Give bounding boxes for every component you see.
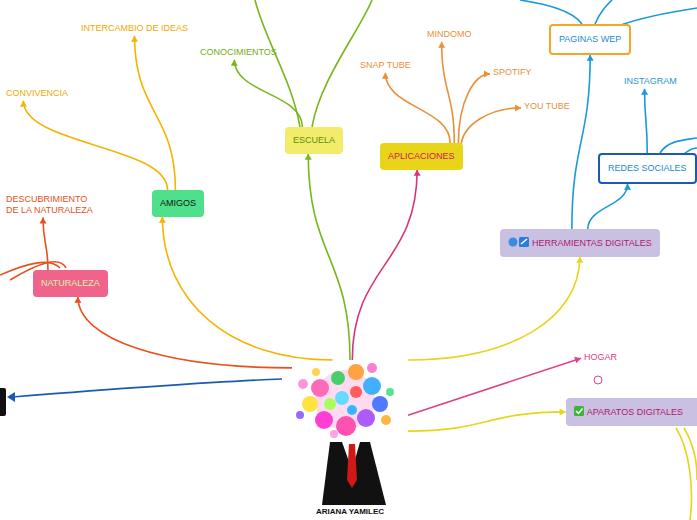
- arrowhead: [74, 297, 81, 303]
- central-node: ARIANA YAMILEC: [292, 360, 408, 518]
- connector-line: [23, 101, 167, 190]
- node-text: ARIANA YAMILEC: [292, 507, 408, 517]
- arrowhead: [641, 89, 648, 95]
- topic-label: INTERCAMBIO DE IDEAS: [78, 21, 191, 36]
- node-text: YOU TUBE: [524, 101, 570, 111]
- connector-line: [645, 89, 648, 153]
- arrowhead: [159, 217, 166, 223]
- topic-label: HOGAR: [581, 350, 620, 365]
- arrowhead: [624, 184, 631, 190]
- connector-line: [234, 60, 302, 127]
- branch-connector: [641, 89, 648, 153]
- arrowhead: [20, 101, 27, 107]
- node-text: SPOTIFY: [493, 67, 532, 77]
- connector-line: [458, 74, 490, 143]
- connector-line: [78, 297, 292, 368]
- branch-connector: [382, 73, 450, 143]
- branch-connector: [458, 70, 490, 143]
- branch-connector: [408, 257, 583, 360]
- branch-connector: [588, 184, 631, 229]
- arrowhead: [484, 70, 490, 77]
- node-text: SNAP TUBE: [360, 60, 411, 70]
- arrowhead: [305, 154, 312, 160]
- topic-box: ESCUELA: [285, 127, 343, 154]
- node-text: APARATOS DIGITALES: [587, 407, 683, 417]
- branch-connector: [231, 60, 303, 127]
- topic-box: HERRAMIENTAS DIGITALES: [500, 229, 660, 257]
- branch-connector: [461, 104, 521, 148]
- branch-connector: [572, 55, 594, 229]
- connector-line: [408, 358, 581, 415]
- connector-line: [385, 73, 450, 143]
- node-text: CONVIVENCIA: [6, 88, 68, 98]
- topic-box: NATURALEZA: [33, 270, 108, 297]
- topic-label: DESCUBRIMIENTO DE LA NATURALEZA: [3, 192, 103, 218]
- connector-line: [588, 184, 628, 229]
- branch-connector: [408, 408, 566, 431]
- node-text: INSTAGRAM: [624, 76, 677, 86]
- branch-connector: [159, 217, 333, 360]
- topic-box: APLICACIONES: [380, 143, 463, 170]
- node-text: HERRAMIENTAS DIGITALES: [532, 238, 652, 248]
- branch-connector: [305, 154, 350, 360]
- connector-line: [572, 55, 590, 229]
- node-text: AMIGOS: [160, 198, 196, 208]
- branch-connector: [74, 297, 292, 368]
- connector-line: [308, 154, 350, 360]
- connector-line: [408, 257, 580, 360]
- topic-box: APARATOS DIGITALES: [566, 398, 697, 426]
- branch-connector: [20, 101, 168, 190]
- arrowhead: [382, 73, 389, 79]
- branch-connector: [438, 42, 454, 143]
- arrowhead: [587, 55, 594, 61]
- connector-line: [408, 412, 566, 431]
- connector-line: [352, 170, 417, 360]
- node-text: NATURALEZA: [41, 278, 100, 288]
- branch-connector: [40, 218, 48, 270]
- branch-connector: [408, 357, 581, 416]
- connector-line: [162, 217, 332, 360]
- tools-icon: [508, 237, 530, 247]
- node-text: PAGINAS WEP: [559, 34, 621, 44]
- arrowhead: [515, 104, 521, 111]
- arrowhead: [131, 36, 138, 42]
- connector-line: [461, 108, 521, 148]
- arrowhead: [574, 357, 581, 364]
- arrowhead: [560, 408, 566, 415]
- topic-label: SNAP TUBE: [357, 58, 414, 73]
- arrowhead: [40, 218, 47, 224]
- connector-line: [43, 218, 48, 270]
- arrowhead: [414, 170, 421, 176]
- arrowhead: [438, 42, 445, 48]
- node-text: CONOCIMIENTOS: [200, 47, 277, 57]
- node-text: INTERCAMBIO DE IDEAS: [81, 23, 188, 33]
- topic-box: AMIGOS: [152, 190, 204, 217]
- branch-connector: [352, 170, 420, 360]
- node-text: REDES SOCIALES: [608, 163, 687, 173]
- topic-label: INSTAGRAM: [621, 74, 680, 89]
- branch-connector: [131, 36, 175, 190]
- arrowhead: [231, 60, 238, 66]
- connector-line: [442, 42, 455, 143]
- arrowhead: [576, 257, 583, 263]
- check-icon: [574, 406, 585, 416]
- connector-line: [135, 36, 176, 190]
- topic-label: MINDOMO: [424, 27, 475, 42]
- topic-label: CONOCIMIENTOS: [197, 45, 280, 60]
- node-text: HOGAR: [584, 352, 617, 362]
- node-text: MINDOMO: [427, 29, 472, 39]
- topic-label: YOU TUBE: [521, 99, 573, 114]
- node-text: APLICACIONES: [388, 151, 455, 161]
- topic-box: PAGINAS WEP: [549, 24, 631, 55]
- topic-box: REDES SOCIALES: [598, 153, 697, 184]
- node-text: DESCUBRIMIENTO DE LA NATURALEZA: [6, 194, 93, 215]
- topic-label: CONVIVENCIA: [3, 86, 71, 101]
- topic-label: SPOTIFY: [490, 65, 535, 80]
- node-text: ESCUELA: [293, 135, 335, 145]
